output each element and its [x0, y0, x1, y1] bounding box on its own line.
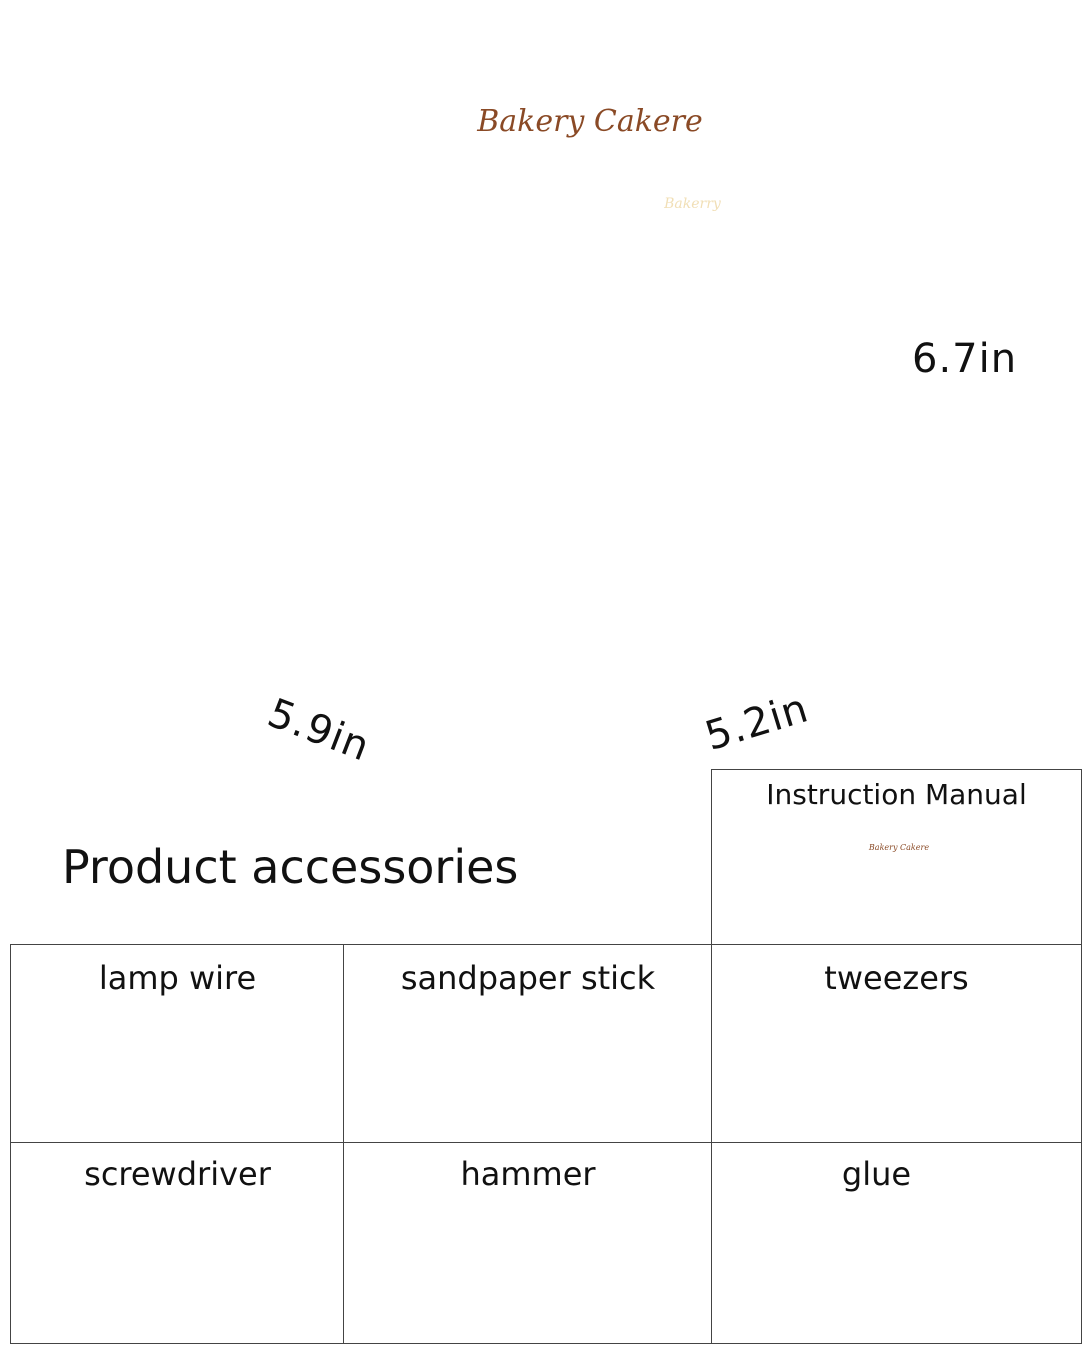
small-hanging-sign-text: Bakerry	[664, 196, 721, 212]
accessory-label: tweezers	[824, 959, 969, 997]
accessory-label: lamp wire	[98, 959, 257, 997]
accessories-banner-title: Product accessories	[62, 840, 519, 894]
accessory-cell-sandpaper-stick: sandpaper stick	[343, 944, 713, 1144]
accessory-label: screwdriver	[84, 1155, 271, 1193]
accessory-label: sandpaper stick	[400, 959, 656, 997]
bakery-sign-text: Bakery Cakere	[477, 104, 703, 139]
accessory-cell-tweezers: tweezers	[711, 944, 1082, 1144]
height-dimension-label: 6.7in	[912, 336, 1018, 382]
accessory-cell-glue: glue B-7000	[711, 1142, 1082, 1344]
manual-thumb-sign-text: Bakery Cakere	[868, 843, 930, 852]
accessory-cell-hammer: hammer	[343, 1142, 713, 1344]
accessory-label: glue	[841, 1155, 912, 1193]
instruction-manual-label: Instruction Manual	[766, 778, 1027, 811]
instruction-manual-cell: Instruction Manual Bakery Cakere	[711, 769, 1082, 946]
glue-brand-label: B-7000	[880, 1238, 974, 1270]
accessory-label: hammer	[460, 1155, 596, 1193]
width-dimension-label: 5.9in	[261, 690, 377, 771]
accessory-cell-lamp-wire: lamp wire	[10, 944, 345, 1152]
depth-dimension-label: 5.2in	[700, 685, 814, 760]
accessory-cell-screwdriver: screwdriver	[10, 1142, 345, 1344]
